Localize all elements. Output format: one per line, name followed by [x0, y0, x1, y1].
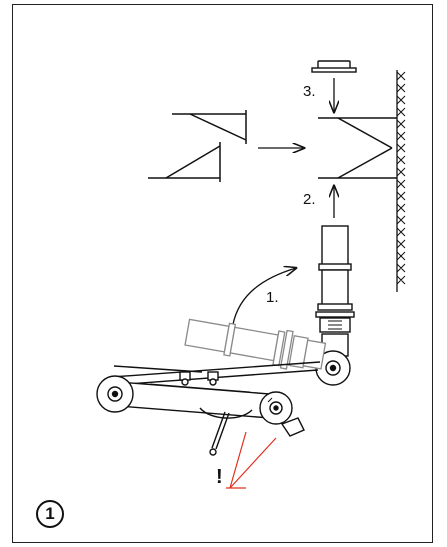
warning-exclamation: !: [216, 466, 223, 488]
bracket-parts: [148, 110, 247, 182]
wall: [396, 70, 406, 292]
step-2-label: 2.: [303, 191, 316, 208]
figure-frame: [12, 4, 433, 543]
step-3-label: 3.: [303, 83, 316, 100]
wall-hatching: [396, 71, 406, 285]
figure-number-badge: 1: [36, 500, 64, 528]
arrow-step-1: [231, 268, 296, 331]
ghost-tube: [184, 318, 327, 370]
warning-lines: [226, 431, 277, 489]
cap: [311, 60, 357, 73]
figure-number: 1: [45, 504, 55, 523]
step-1-label: 1.: [266, 289, 279, 306]
arm-assembly: [96, 361, 321, 456]
mounted-bracket: [318, 117, 397, 179]
